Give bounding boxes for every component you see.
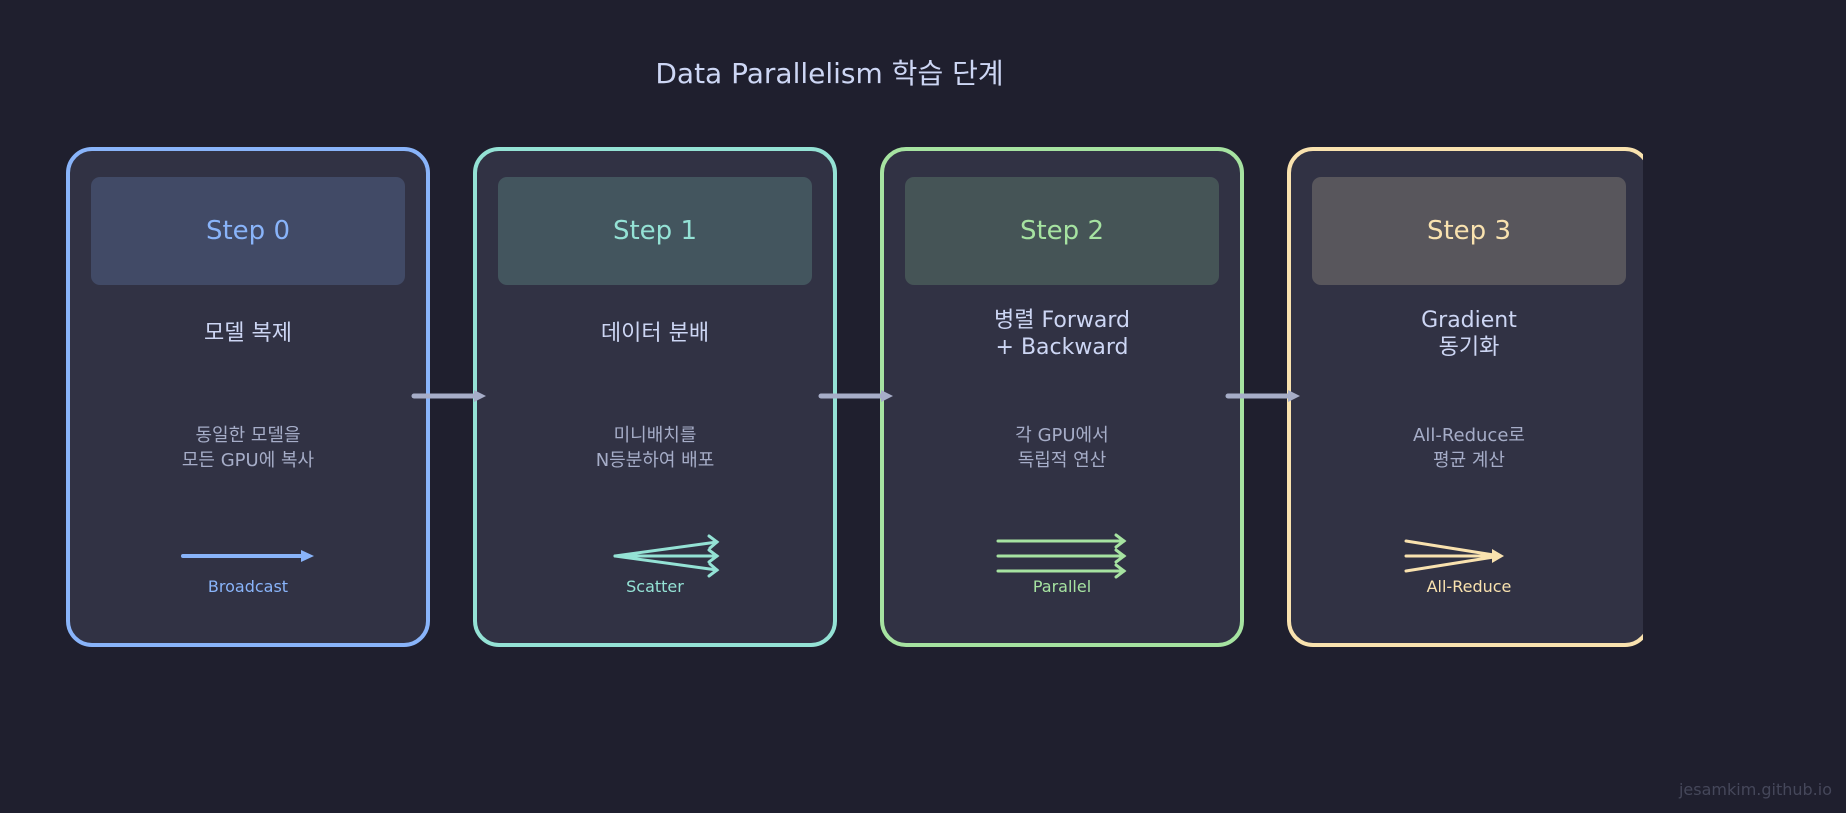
step-card-3: Step 3 Gradient 동기화 All-Reduce로 평균 계산 Al… [1287, 147, 1643, 647]
broadcast-arrow-icon [181, 550, 314, 562]
connector-arrow-icon [411, 390, 486, 402]
connector-arrow-icon [818, 390, 893, 402]
parallel-arrows-icon [996, 533, 1127, 579]
step-card-2: Step 2 병렬 Forward + Backward 각 GPU에서 독립적… [880, 147, 1244, 647]
glyph-label: Scatter [626, 577, 684, 596]
step-name: 모델 복제 [204, 321, 292, 346]
step-label: Step 0 [205, 216, 290, 246]
step-description: 각 GPU에서 독립적 연산 [1015, 425, 1109, 471]
all-reduce-arrows-icon [1404, 539, 1504, 573]
step-label: Step 2 [1019, 216, 1104, 246]
glyph-label: Parallel [1032, 577, 1092, 596]
step-name: 병렬 Forward + Backward [994, 308, 1130, 360]
step-header-2: Step 2 [905, 177, 1219, 285]
scatter-arrows-icon [613, 534, 720, 578]
glyph-label: Broadcast [207, 577, 289, 596]
connector-arrow-icon [1225, 390, 1300, 402]
steps-flow: Step 0 모델 복제 동일한 모델을 모든 GPU에 복사 Broadcas… [66, 147, 1643, 647]
step-header-1: Step 1 [498, 177, 812, 285]
step-description: 동일한 모델을 모든 GPU에 복사 [181, 425, 315, 471]
watermark: jesamkim.github.io [1678, 780, 1832, 799]
step-header-3: Step 3 [1312, 177, 1626, 285]
step-label: Step 1 [612, 216, 697, 246]
step-header-0: Step 0 [91, 177, 405, 285]
step-name: Gradient 동기화 [1421, 308, 1517, 360]
diagram-title: Data Parallelism 학습 단계 [655, 57, 1004, 90]
step-card-1: Step 1 데이터 분배 미니배치를 N등분하여 배포 Scatter [473, 147, 837, 647]
step-name: 데이터 분배 [600, 321, 710, 346]
step-label: Step 3 [1426, 216, 1511, 246]
step-card-0: Step 0 모델 복제 동일한 모델을 모든 GPU에 복사 Broadcas… [66, 147, 430, 647]
step-description: All-Reduce로 평균 계산 [1413, 425, 1525, 471]
step-description: 미니배치를 N등분하여 배포 [595, 425, 715, 471]
glyph-label: All-Reduce [1426, 577, 1512, 596]
